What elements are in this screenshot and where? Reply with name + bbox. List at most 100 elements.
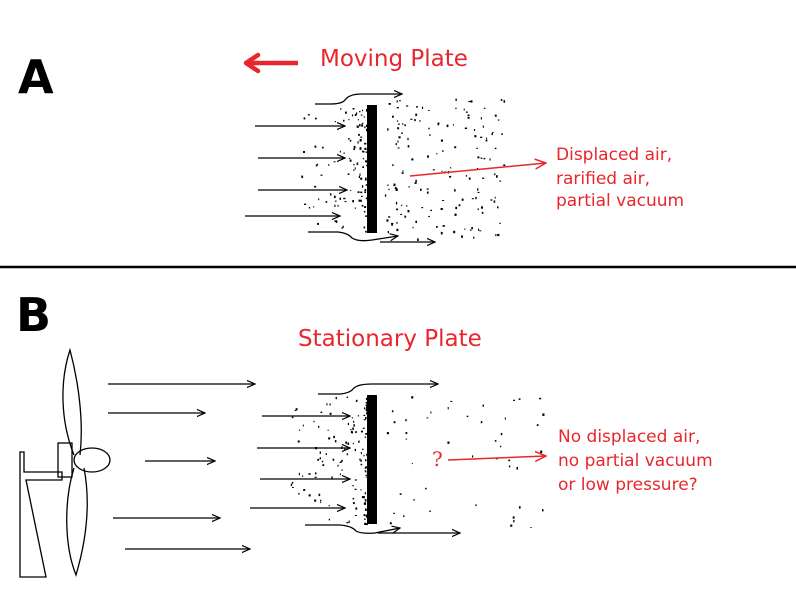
air-particle (391, 223, 393, 226)
air-particle (387, 128, 389, 131)
air-particle (405, 419, 407, 422)
air-particle (325, 453, 327, 455)
air-particle (477, 191, 480, 194)
air-particle (397, 140, 399, 143)
air-particle (415, 113, 418, 116)
air-particle (454, 213, 457, 216)
air-particle (411, 396, 414, 399)
air-particle (449, 175, 452, 178)
air-particle (432, 169, 435, 171)
air-particle (302, 424, 304, 427)
air-particle (398, 136, 401, 139)
air-particle (359, 124, 361, 127)
air-particle (406, 105, 409, 107)
air-particle (294, 409, 297, 411)
air-particle (292, 487, 294, 488)
air-particle (366, 164, 368, 167)
air-particle (396, 208, 399, 211)
air-particle (494, 173, 496, 176)
air-particle (319, 457, 321, 460)
air-particle (405, 438, 408, 440)
air-particle (334, 200, 337, 202)
air-particle (446, 124, 449, 128)
air-particle (475, 196, 477, 200)
air-particle (471, 227, 473, 230)
air-particle (392, 115, 394, 118)
air-particle (341, 459, 343, 462)
air-particle (364, 206, 367, 208)
air-particle (391, 222, 394, 225)
air-particle (351, 114, 354, 117)
air-particle (539, 397, 542, 400)
air-particle (354, 515, 357, 516)
sparse-air-dots-b (386, 396, 545, 528)
air-particle (428, 215, 430, 218)
air-particle (290, 483, 293, 487)
air-particle (344, 447, 346, 450)
air-particle (359, 199, 362, 202)
air-particle (351, 417, 353, 419)
air-particle (483, 107, 486, 109)
air-particle (420, 188, 422, 191)
air-particle (364, 470, 367, 472)
air-particle (468, 101, 471, 103)
air-particle (450, 400, 453, 402)
air-particle (364, 191, 367, 194)
air-particle (329, 412, 332, 415)
air-particle (494, 196, 496, 199)
air-particle (353, 502, 355, 505)
air-particle (355, 399, 358, 402)
air-particle (364, 142, 367, 145)
air-particle (412, 226, 414, 229)
air-particle (518, 398, 521, 400)
air-particle (365, 514, 368, 517)
air-particle (465, 175, 468, 177)
air-particle (480, 136, 483, 138)
air-particle (348, 138, 350, 140)
air-particle (331, 476, 333, 479)
air-particle (364, 522, 366, 525)
air-particle (362, 448, 364, 450)
air-particle (480, 421, 483, 424)
air-particle (513, 399, 515, 401)
air-particle (501, 133, 503, 135)
air-particle (481, 211, 484, 214)
air-particle (358, 175, 360, 178)
air-particle (454, 146, 457, 149)
air-particle (365, 178, 367, 181)
air-particle (357, 415, 360, 417)
air-particle (353, 148, 355, 150)
air-particle (349, 159, 352, 162)
air-particle (341, 227, 343, 229)
air-particle (411, 463, 413, 465)
air-particle (386, 219, 389, 222)
air-particle (495, 234, 497, 237)
air-particle (363, 419, 366, 421)
air-particle (475, 504, 477, 506)
air-particle (464, 228, 466, 230)
air-particle (496, 175, 498, 178)
air-particle (362, 150, 365, 153)
air-particle (363, 210, 366, 213)
air-particle (406, 205, 408, 207)
air-particle (494, 440, 497, 442)
air-particle (361, 195, 363, 197)
air-particle (464, 127, 467, 130)
air-particle (393, 183, 396, 187)
air-particle (363, 414, 366, 416)
moving-plate (367, 105, 377, 233)
air-particle (346, 396, 349, 398)
air-particle (355, 507, 358, 510)
air-particle (388, 103, 391, 105)
air-particle (461, 235, 463, 238)
air-particle (482, 177, 485, 179)
air-particle (465, 111, 468, 113)
air-particle (308, 494, 311, 497)
air-particle (361, 122, 364, 124)
air-particle (325, 201, 328, 203)
air-particle (536, 424, 539, 426)
air-particle (297, 440, 300, 443)
left-arrow-icon (243, 52, 298, 74)
air-particle (364, 518, 366, 520)
